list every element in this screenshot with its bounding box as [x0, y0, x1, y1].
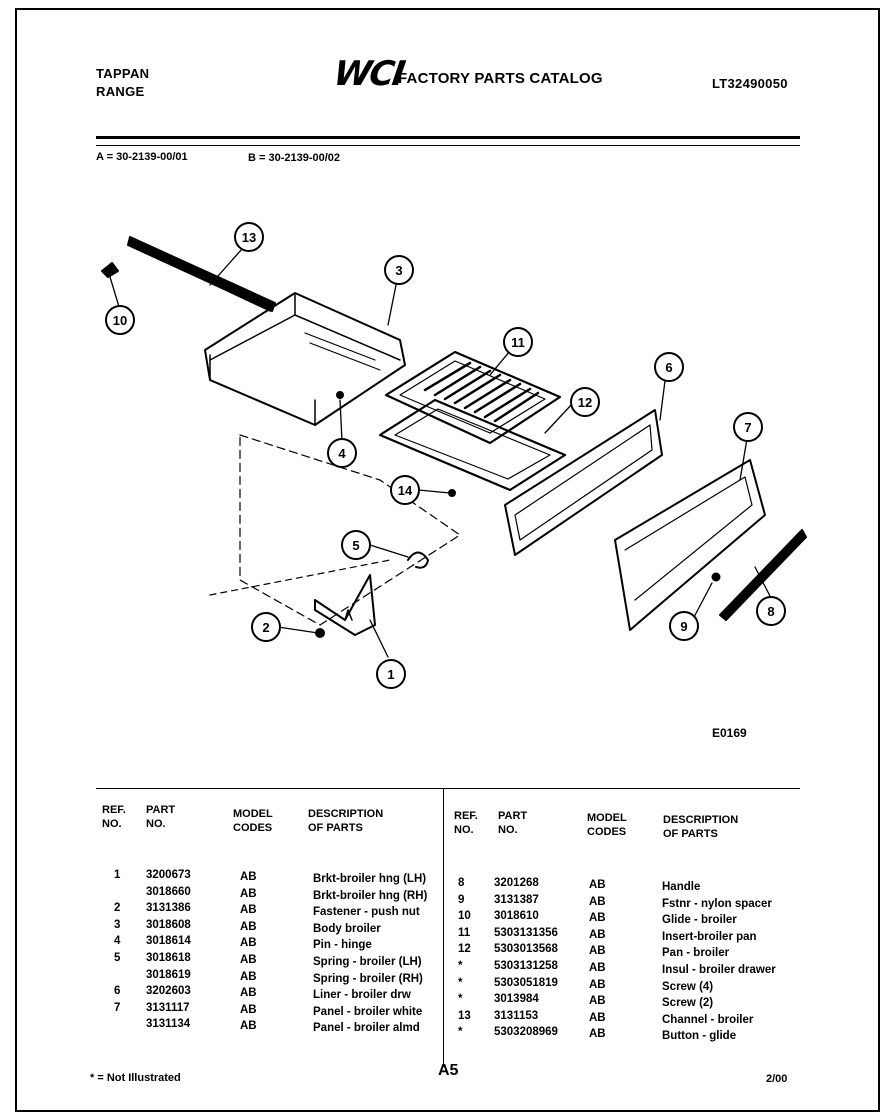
handle-part — [719, 529, 807, 621]
callout-8 — [756, 596, 786, 626]
callout-7 — [733, 412, 763, 442]
brand-line2: RANGE — [96, 84, 145, 99]
model-b: B = 30-2139-00/02 — [248, 152, 341, 164]
callout-14 — [390, 475, 420, 505]
callout-9 — [669, 611, 699, 641]
callout-label: 6 — [665, 360, 672, 375]
callout-label: 8 — [767, 604, 774, 619]
callout-1 — [376, 659, 406, 689]
spring-broiler-part — [407, 551, 429, 569]
callout-label: 2 — [262, 620, 269, 635]
panel-broiler-part — [614, 459, 766, 631]
callout-13 — [234, 222, 264, 252]
callout-2 — [251, 612, 281, 642]
header-ref-right: REF.NO. — [454, 810, 478, 836]
header-ref: REF.NO. — [102, 804, 126, 830]
callout-label: 10 — [113, 313, 127, 328]
pan-broiler-part — [378, 398, 567, 492]
callout-label: 4 — [338, 446, 346, 461]
model-a: A = 30-2139-00/01 — [96, 151, 188, 163]
callout-label: 7 — [744, 420, 751, 435]
button-glide-part — [101, 262, 119, 278]
header-rule-thin — [96, 145, 800, 146]
callout-label: 3 — [395, 263, 402, 278]
callout-4 — [327, 438, 357, 468]
left-desc-column: Brkt-broiler hng (LH)Brkt-broiler hng (R… — [313, 873, 428, 1035]
callout-11 — [503, 327, 533, 357]
wci-logo: WCI — [331, 54, 406, 94]
callout-label: 5 — [352, 538, 359, 553]
catalog-number: LT32490050 — [712, 76, 788, 91]
insert-broiler-pan-part — [384, 350, 562, 445]
drawer-outline — [239, 434, 461, 626]
nylon-spacer-part — [711, 572, 721, 582]
callout-3 — [384, 255, 414, 285]
callout-label: 1 — [387, 667, 394, 682]
page-frame — [15, 8, 880, 1112]
callout-label: 14 — [398, 483, 413, 498]
callout-label: 11 — [511, 335, 525, 350]
callout-label: 12 — [578, 395, 592, 410]
callout-label: 13 — [242, 230, 256, 245]
not-illustrated-legend: * = Not Illustrated — [90, 1072, 181, 1084]
callout-12 — [570, 387, 600, 417]
guide-line — [209, 559, 391, 596]
callout-label: 9 — [680, 619, 687, 634]
liner-broiler-drawer-part — [504, 409, 663, 556]
body-broiler-part — [204, 292, 406, 426]
table-divider — [443, 789, 444, 1067]
callout-6 — [654, 352, 684, 382]
channel-broiler-part — [127, 236, 276, 312]
callout-5 — [341, 530, 371, 560]
callout-10 — [105, 305, 135, 335]
bracket-broiler-hinge-part — [314, 574, 376, 636]
diagram-code: E0169 — [712, 726, 747, 740]
page-number: A5 — [438, 1062, 459, 1079]
brand-line1: TAPPAN — [96, 66, 150, 81]
pin-hinge-part — [336, 391, 344, 399]
exploded-parts-diagram: 13 3 10 4 11 12 6 7 14 5 2 1 9 8 — [101, 222, 807, 689]
revision-date: 2/00 — [766, 1073, 788, 1085]
header-rule — [96, 136, 800, 139]
catalog-title: FACTORY PARTS CATALOG — [398, 70, 603, 87]
